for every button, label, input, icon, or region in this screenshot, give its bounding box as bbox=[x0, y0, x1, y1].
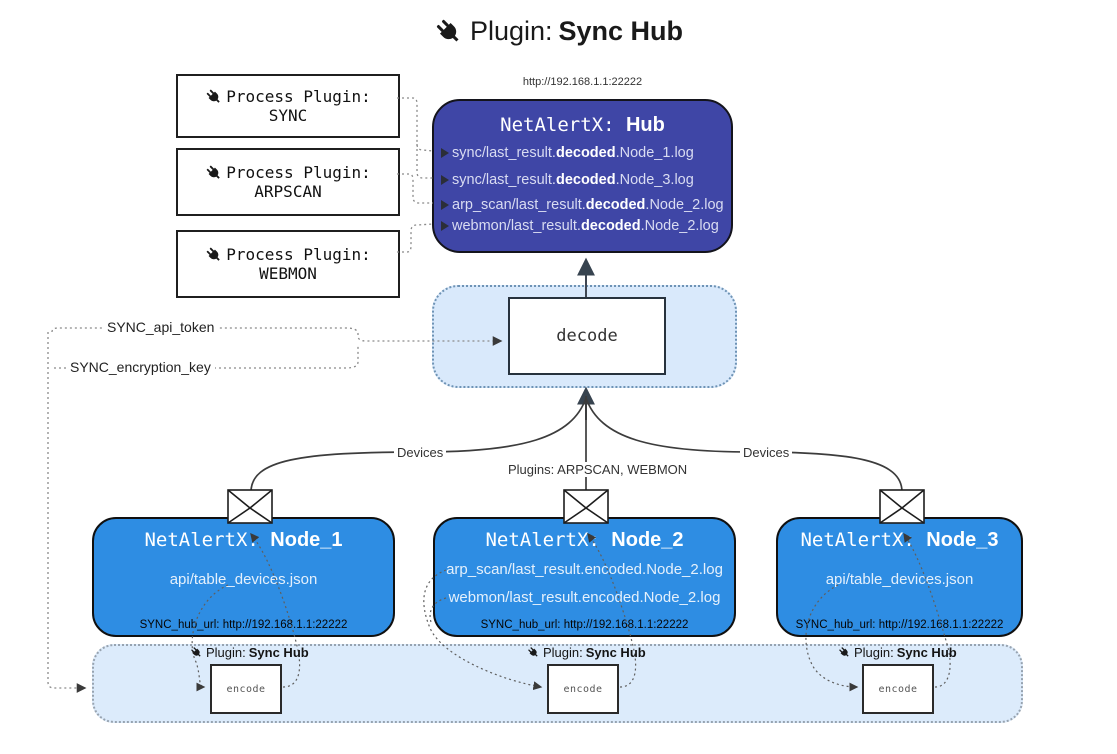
page-title: Plugin: Sync Hub bbox=[0, 16, 1117, 47]
decode-box: decode bbox=[508, 297, 666, 375]
encode-box: encode bbox=[547, 664, 619, 714]
process-plugin-webmon: Process Plugin: WEBMON bbox=[176, 230, 400, 298]
encode-section-label: Plugin: Sync Hub bbox=[527, 645, 646, 660]
process-plugin-name: SYNC bbox=[268, 106, 308, 125]
encode-section-label: Plugin: Sync Hub bbox=[838, 645, 957, 660]
sync-encryption-key-label: SYNC_encryption_key bbox=[66, 359, 215, 375]
edge-webmon-to-line4 bbox=[397, 223, 434, 253]
node1-hub-url: SYNC_hub_url: http://192.168.1.1:22222 bbox=[139, 619, 348, 631]
arrowhead-icon bbox=[441, 148, 449, 158]
edge-label-devices-left: Devices bbox=[394, 445, 447, 460]
hub-file-line: sync/last_result.decoded.Node_3.log bbox=[441, 171, 694, 189]
process-plugin-name: ARPSCAN bbox=[254, 182, 322, 201]
plug-icon bbox=[205, 88, 223, 106]
node2-hub-url: SYNC_hub_url: http://192.168.1.1:22222 bbox=[480, 619, 689, 631]
process-plugin-label: Process Plugin: bbox=[226, 163, 371, 182]
node3-box: NetAlertX: Node_3 api/table_devices.json… bbox=[776, 517, 1023, 637]
hub-title-prefix: NetAlertX: bbox=[500, 114, 626, 136]
edge-label-plugins: Plugins: ARPSCAN, WEBMON bbox=[505, 462, 691, 477]
edge-sync-to-line2 bbox=[416, 144, 433, 179]
plug-icon bbox=[527, 646, 540, 659]
hub-box: NetAlertX: Hub sync/last_result.decoded.… bbox=[432, 99, 733, 253]
hub-file-line: sync/last_result.decoded.Node_1.log bbox=[441, 144, 694, 162]
encode-box: encode bbox=[862, 664, 934, 714]
node2-file: webmon/last_result.encoded.Node_2.log bbox=[448, 589, 721, 606]
sync-api-token-label: SYNC_api_token bbox=[103, 319, 219, 335]
node2-file: arp_scan/last_result.encoded.Node_2.log bbox=[446, 561, 723, 578]
encode-section-label: Plugin: Sync Hub bbox=[190, 645, 309, 660]
node1-box: NetAlertX: Node_1 api/table_devices.json… bbox=[92, 517, 395, 637]
node1-file: api/table_devices.json bbox=[169, 571, 318, 588]
hub-file-line: arp_scan/last_result.decoded.Node_2.log bbox=[441, 196, 724, 214]
process-plugin-sync: Process Plugin: SYNC bbox=[176, 74, 400, 138]
node3-hub-url: SYNC_hub_url: http://192.168.1.1:22222 bbox=[795, 619, 1004, 631]
process-to-hub-connectors bbox=[397, 97, 434, 253]
node1-title: NetAlertX: Node_1 bbox=[144, 529, 343, 551]
title-prefix: Plugin: bbox=[469, 16, 553, 46]
process-plugin-name: WEBMON bbox=[259, 264, 317, 283]
arrowhead-icon bbox=[441, 221, 449, 231]
node2-box: NetAlertX: Node_2 arp_scan/last_result.e… bbox=[433, 517, 736, 637]
process-plugin-arpscan: Process Plugin: ARPSCAN bbox=[176, 148, 400, 216]
process-plugin-label: Process Plugin: bbox=[226, 87, 371, 106]
title-bold: Sync Hub bbox=[558, 16, 684, 46]
arrowhead-icon bbox=[441, 175, 449, 185]
node3-title: NetAlertX: Node_3 bbox=[800, 529, 999, 551]
plug-icon bbox=[434, 17, 464, 47]
edge-label-devices-right: Devices bbox=[740, 445, 793, 460]
process-plugin-label: Process Plugin: bbox=[226, 245, 371, 264]
hub-url: http://192.168.1.1:22222 bbox=[522, 76, 643, 88]
node-to-decode-curves bbox=[250, 396, 903, 493]
node3-file: api/table_devices.json bbox=[825, 571, 974, 588]
node2-title: NetAlertX: Node_2 bbox=[485, 529, 684, 551]
arrowhead-icon bbox=[441, 200, 449, 210]
edge-arpscan-to-line3 bbox=[397, 173, 433, 204]
hub-title-bold: Hub bbox=[625, 114, 665, 136]
encode-box: encode bbox=[210, 664, 282, 714]
plug-icon bbox=[205, 164, 223, 182]
edge-sync-to-line1 bbox=[397, 97, 434, 152]
hub-title: NetAlertX: Hub bbox=[434, 114, 731, 137]
plug-icon bbox=[190, 646, 203, 659]
plug-icon bbox=[205, 246, 223, 264]
plug-icon bbox=[838, 646, 851, 659]
config-left-vertical bbox=[47, 332, 87, 693]
hub-file-line: webmon/last_result.decoded.Node_2.log bbox=[441, 217, 719, 235]
